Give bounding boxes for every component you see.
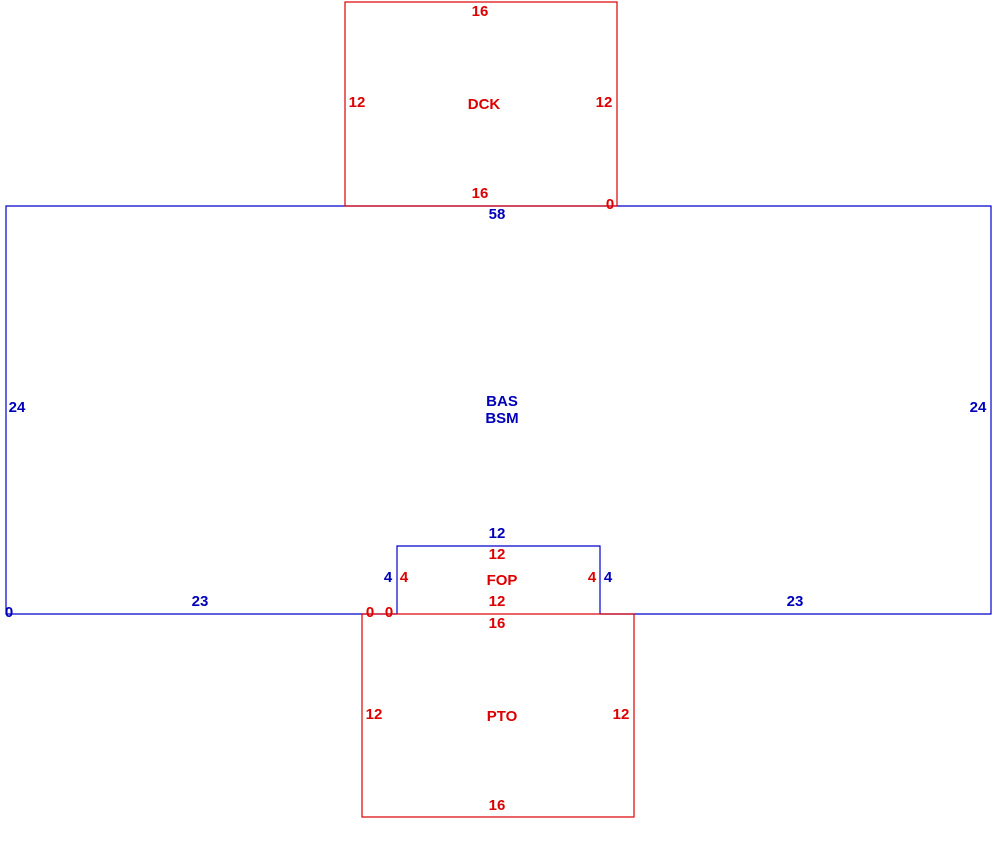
fop-top-dimension-red: 12 [489,546,506,563]
dck-bottom-dimension: 16 [472,185,489,202]
main-label-bsm: BSM [485,410,518,427]
dck-label: DCK [468,96,501,113]
fop-bottom-dimension-red: 12 [489,593,506,610]
fop-corner-zero-red: 0 [366,604,374,621]
fop-right-dimension-red: 4 [588,569,597,586]
main-corner-zero: 0 [5,604,13,621]
dck-left-dimension: 12 [349,94,366,111]
fop-corner-zero-blue: 0 [385,604,393,621]
main-right-dimension: 24 [970,399,987,416]
main-bottom-right-dimension: 23 [787,593,804,610]
dck-corner-zero: 0 [606,196,614,213]
main-top-dimension: 58 [489,206,506,223]
fop-left-dimension-red: 4 [400,569,409,586]
dck-area-outline [344,1,618,207]
pto-area-outline [361,613,635,818]
pto-left-dimension: 12 [366,706,383,723]
main-bottom-left-dimension: 23 [192,593,209,610]
pto-top-dimension: 16 [489,615,506,632]
pto-bottom-dimension: 16 [489,797,506,814]
fop-area-outline [396,545,601,614]
fop-right-dimension-blue: 4 [604,569,613,586]
pto-right-dimension: 12 [613,706,630,723]
main-label-bas: BAS [486,393,518,410]
main-left-dimension: 24 [9,399,26,416]
dck-top-dimension: 16 [472,3,489,20]
dck-right-dimension: 12 [596,94,613,111]
pto-label: PTO [487,708,518,725]
fop-top-dimension-blue: 12 [489,525,506,542]
fop-left-dimension-blue: 4 [384,569,393,586]
fop-label: FOP [487,572,518,589]
